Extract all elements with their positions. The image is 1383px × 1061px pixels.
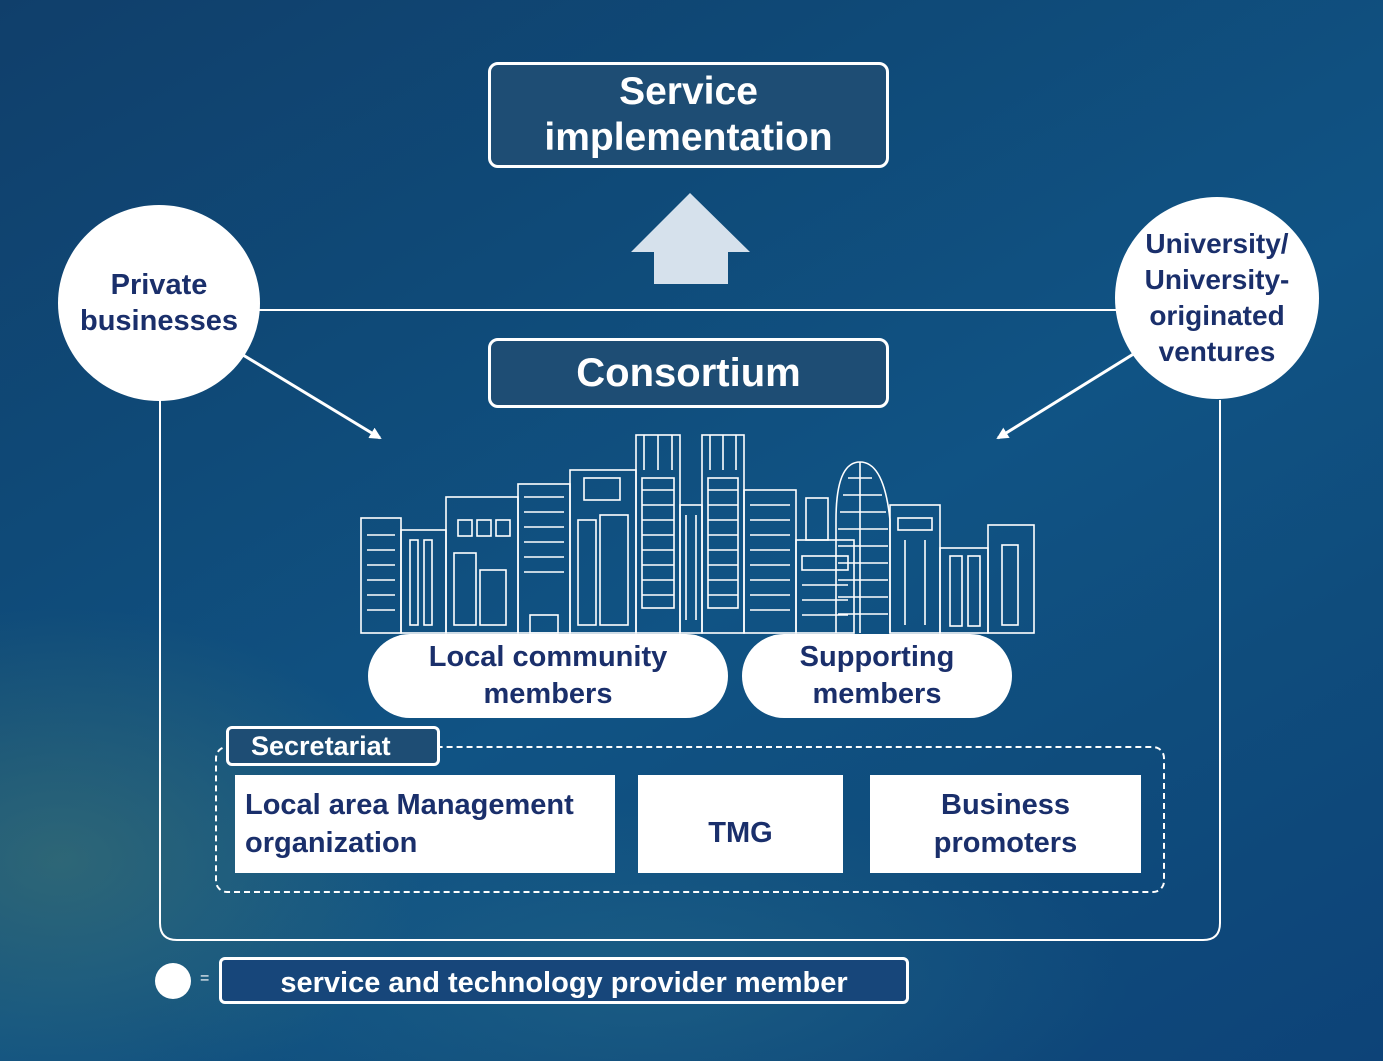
service-implementation-box: Service implementation: [488, 62, 889, 168]
city-skyline-icon: [360, 434, 1035, 634]
secretariat-label: Secretariat: [251, 730, 391, 761]
business-promoters-box: Business promoters: [870, 775, 1141, 873]
business-promoters-label: Business promoters: [933, 789, 1078, 859]
legend-label: service and technology provider member: [280, 967, 848, 999]
local-area-management-label: Local area Management organization: [245, 789, 574, 859]
university-label: University/ University- originated ventu…: [1144, 228, 1290, 367]
local-community-members-pill: Local community members: [368, 634, 728, 718]
legend-equals: =: [200, 970, 210, 987]
tmg-box: TMG: [638, 775, 843, 873]
consortium-frame: [159, 400, 1221, 941]
legend-circle-icon: [155, 963, 191, 999]
upward-arrow: [631, 193, 750, 284]
university-circle: University/ University- originated ventu…: [1115, 197, 1319, 399]
local-community-members-label: Local community members: [428, 641, 668, 710]
arrow-university-to-consortium: [996, 343, 1149, 440]
private-businesses-circle: Private businesses: [58, 205, 260, 401]
arrow-private-to-consortium: [242, 353, 382, 440]
local-area-management-box: Local area Management organization: [235, 775, 615, 873]
supporting-members-pill: Supporting members: [742, 634, 1012, 718]
secretariat-label-box: Secretariat: [226, 726, 440, 766]
secretariat-container: [215, 746, 1165, 893]
private-businesses-label: Private businesses: [80, 269, 238, 337]
consortium-label: Consortium: [576, 350, 801, 395]
supporting-members-label: Supporting members: [799, 641, 955, 710]
legend-label-box: service and technology provider member: [219, 957, 909, 1004]
service-implementation-label: Service implementation: [544, 70, 833, 159]
consortium-box: Consortium: [488, 338, 889, 408]
tmg-label: TMG: [708, 817, 773, 849]
